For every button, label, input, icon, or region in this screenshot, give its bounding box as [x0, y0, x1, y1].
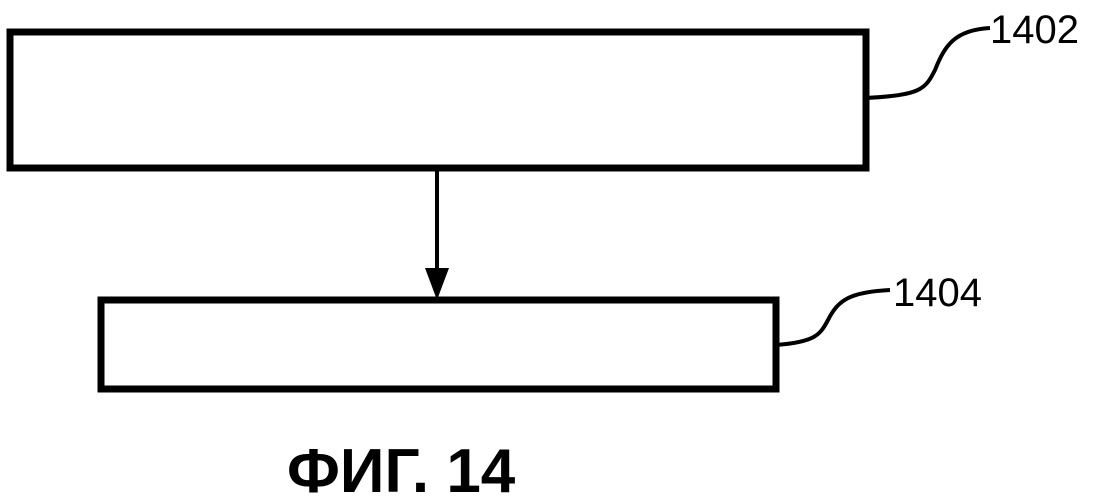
leader-1404	[775, 288, 891, 347]
box-1404	[97, 296, 780, 393]
box-1402	[6, 28, 870, 172]
ref-label-1402: 1402	[990, 8, 1079, 52]
figure-label: ФИГ. 14	[287, 437, 516, 503]
ref-label-1404: 1404	[893, 271, 982, 315]
leader-1402	[865, 26, 991, 100]
arrow-head	[425, 268, 449, 300]
